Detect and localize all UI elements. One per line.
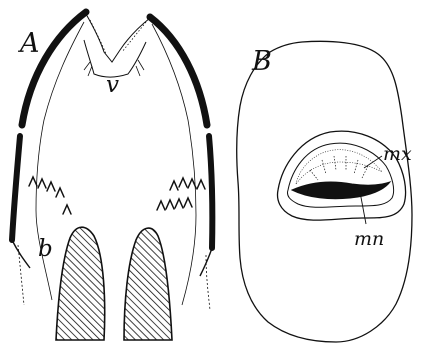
label-mn: mn bbox=[354, 228, 384, 250]
panel-a-velum-tick-right bbox=[136, 60, 144, 76]
panel-a-left-teeth bbox=[29, 177, 71, 214]
panel-b-jaw bbox=[292, 182, 390, 199]
tooth bbox=[179, 178, 187, 187]
tooth bbox=[166, 200, 174, 209]
tooth bbox=[47, 182, 55, 191]
panel-b-stipple-band bbox=[296, 150, 382, 184]
panel-a: A v b bbox=[12, 12, 212, 340]
tooth bbox=[170, 181, 178, 190]
label-b: b bbox=[38, 236, 53, 262]
panel-a-right-wall-base bbox=[200, 248, 212, 276]
panel-a-velum-outline bbox=[86, 14, 150, 62]
label-v: v bbox=[106, 72, 119, 98]
panel-b-label: B bbox=[251, 46, 272, 77]
panel-b: B mx mn bbox=[237, 41, 412, 342]
panel-a-left-hatched-bulb bbox=[56, 227, 105, 340]
panel-a-velum-dotted bbox=[90, 20, 146, 54]
panel-a-left-dotted-line bbox=[18, 245, 24, 305]
panel-a-left-wall-lower bbox=[12, 136, 20, 240]
panel-a-right-teeth bbox=[157, 178, 205, 210]
tooth bbox=[63, 205, 71, 214]
panel-a-right-hatched-bulb bbox=[124, 228, 172, 340]
leader-mn bbox=[360, 192, 366, 224]
panel-a-label: A bbox=[17, 28, 40, 59]
panel-a-left-wall-base bbox=[12, 240, 30, 268]
tooth bbox=[197, 180, 205, 189]
panel-a-right-wall-lower bbox=[209, 136, 212, 248]
tooth bbox=[38, 179, 46, 188]
tooth bbox=[29, 177, 37, 186]
panel-a-right-wall-upper bbox=[150, 17, 207, 125]
tooth bbox=[56, 188, 64, 197]
tooth bbox=[175, 199, 183, 208]
tooth bbox=[184, 198, 192, 207]
label-mx: mx bbox=[383, 143, 412, 165]
tooth bbox=[157, 201, 165, 210]
